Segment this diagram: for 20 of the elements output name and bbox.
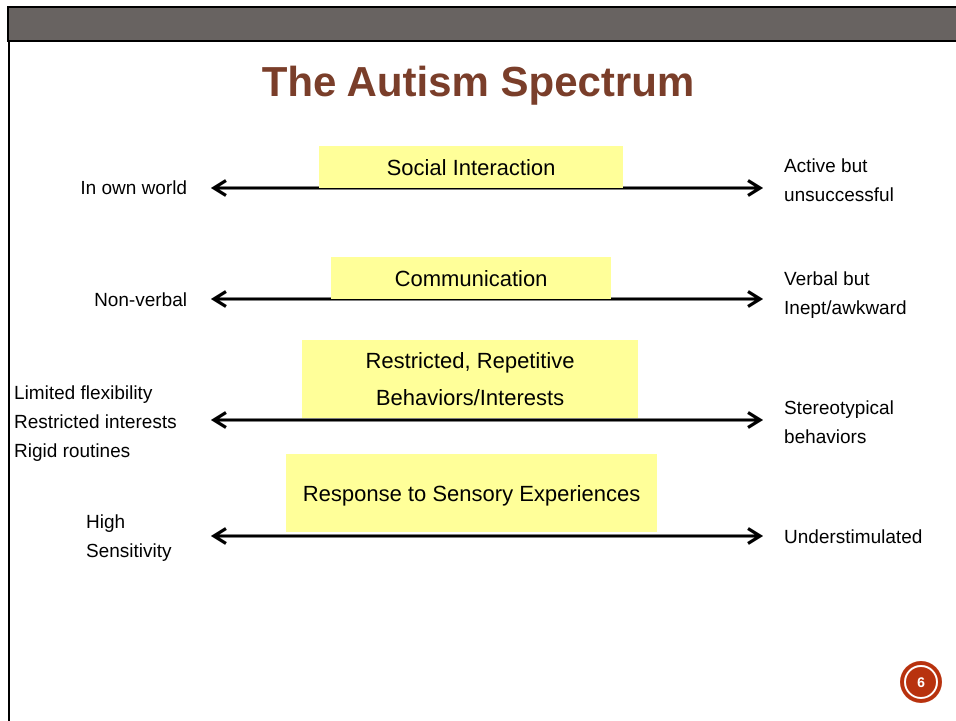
spectrum-end-label: Verbal but Inept/awkward	[784, 268, 908, 321]
page-number-badge: 6	[900, 661, 942, 703]
double-headed-arrow	[212, 410, 762, 430]
category-box: Restricted, Repetitive Behaviors/Interests	[302, 340, 638, 418]
spectrum-end-label: Restricted interests	[14, 410, 177, 434]
spectrum-end-label: Limited flexibility	[14, 382, 152, 406]
spectrum-end-label: Non-verbal	[94, 288, 187, 312]
spectrum-end-label: In own world	[80, 176, 187, 200]
spectrum-end-label: High Sensitivity	[86, 511, 173, 564]
spectrum-end-label: Stereotypical behaviors	[784, 397, 895, 450]
category-box: Social Interaction	[319, 146, 623, 188]
double-headed-arrow	[212, 290, 762, 308]
category-box: Communication	[331, 257, 611, 299]
double-headed-arrow	[212, 178, 762, 198]
spectrum-end-label: Active but unsuccessful	[784, 155, 895, 208]
double-headed-arrow	[212, 526, 762, 546]
spectrum-end-label: Understimulated	[784, 526, 922, 550]
category-box: Response to Sensory Experiences	[286, 454, 657, 532]
slide-title: The Autism Spectrum	[260, 58, 696, 106]
spectrum-end-label: Rigid routines	[14, 440, 130, 464]
